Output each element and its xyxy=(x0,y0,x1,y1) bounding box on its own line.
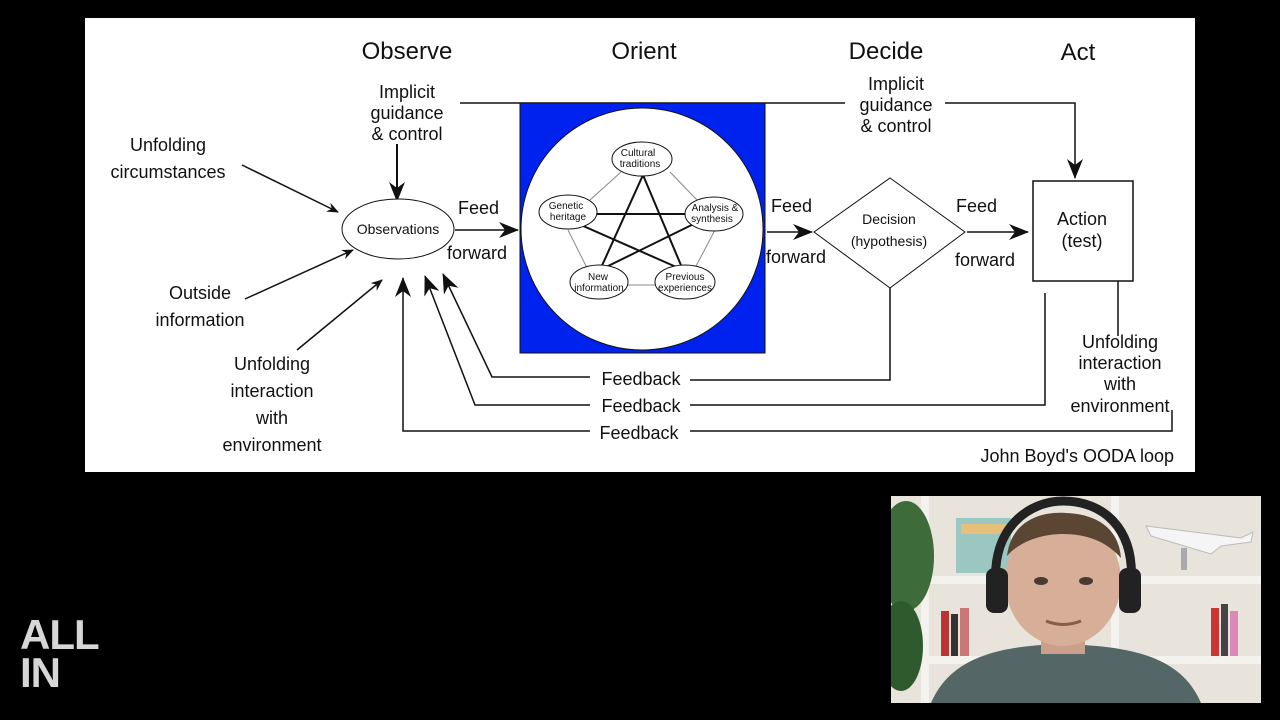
decision-label-2: (hypothesis) xyxy=(851,233,927,249)
implicit-guidance-left: Implicit guidance & control xyxy=(370,82,443,144)
svg-text:Feed: Feed xyxy=(771,196,812,216)
svg-text:heritage: heritage xyxy=(550,212,587,223)
observations-node xyxy=(341,198,455,260)
input-unfolding-circumstances: Unfolding circumstances xyxy=(110,135,225,182)
feedback-arrow-environment xyxy=(395,277,590,432)
svg-text:information: information xyxy=(574,283,623,294)
svg-text:forward: forward xyxy=(955,250,1015,270)
svg-text:with: with xyxy=(1103,374,1136,394)
svg-text:environment: environment xyxy=(1070,396,1169,416)
orient-node-new-information: New information xyxy=(569,264,629,300)
svg-text:interaction: interaction xyxy=(230,381,313,401)
svg-text:Unfolding: Unfolding xyxy=(1082,332,1158,352)
svg-text:experiences: experiences xyxy=(658,283,712,294)
svg-text:& control: & control xyxy=(860,116,931,136)
svg-text:traditions: traditions xyxy=(620,159,661,170)
presenter-video-icon xyxy=(891,496,1261,703)
implicit-guidance-right: Implicit guidance & control xyxy=(859,74,932,136)
diagram-caption: John Boyd's OODA loop xyxy=(980,446,1174,466)
feed-forward-label-3: Feed forward xyxy=(955,196,1015,270)
feedback-line-decision xyxy=(690,288,891,381)
feedback-line-environment-bottom xyxy=(690,410,1173,432)
svg-text:Implicit: Implicit xyxy=(379,82,435,102)
action-label-1: Action xyxy=(1057,209,1107,229)
ooda-diagram: Observe Orient Decide Act Implicit guida… xyxy=(110,38,1174,466)
stage-decide: Decide xyxy=(849,38,924,65)
svg-text:New: New xyxy=(588,272,609,283)
svg-text:& control: & control xyxy=(371,124,442,144)
svg-text:Unfolding: Unfolding xyxy=(130,135,206,155)
svg-text:Cultural: Cultural xyxy=(621,148,655,159)
input-unfolding-interaction: Unfolding interaction with environment xyxy=(222,354,321,455)
arrow-circumstances xyxy=(241,164,339,213)
input-outside-information: Outside information xyxy=(155,283,244,330)
svg-text:forward: forward xyxy=(447,243,507,263)
svg-text:Analysis &: Analysis & xyxy=(692,203,739,214)
svg-text:Feed: Feed xyxy=(458,198,499,218)
stage-orient: Orient xyxy=(611,38,677,65)
arrow-outside-information xyxy=(244,249,354,300)
orient-pentagon-links xyxy=(567,171,716,286)
feedback-arrow-decision xyxy=(442,273,590,378)
svg-text:Outside: Outside xyxy=(169,283,231,303)
orient-star xyxy=(555,174,715,273)
svg-text:guidance: guidance xyxy=(859,95,932,115)
svg-text:synthesis: synthesis xyxy=(691,214,733,225)
svg-text:guidance: guidance xyxy=(370,103,443,123)
feedback-label-3: Feedback xyxy=(599,423,679,443)
action-label-2: (test) xyxy=(1061,231,1102,251)
svg-text:interaction: interaction xyxy=(1078,353,1161,373)
arrow-unfolding-interaction xyxy=(296,279,383,351)
svg-text:Unfolding: Unfolding xyxy=(234,354,310,374)
act-unfolding-interaction: Unfolding interaction with environment xyxy=(1070,332,1169,416)
feedback-label-1: Feedback xyxy=(601,369,681,389)
orient-node-previous-experiences: Previous experiences xyxy=(654,264,716,300)
ooda-slide: Observe Orient Decide Act Implicit guida… xyxy=(85,18,1195,472)
feed-forward-label-2: Feed forward xyxy=(766,196,826,267)
feedback-arrow-action xyxy=(424,275,590,406)
action-node xyxy=(1032,180,1134,282)
decision-label-1: Decision xyxy=(862,211,916,227)
presenter-video xyxy=(891,496,1261,703)
svg-text:Feed: Feed xyxy=(956,196,997,216)
svg-text:forward: forward xyxy=(766,247,826,267)
all-in-logo: ALL IN xyxy=(20,611,130,696)
svg-text:circumstances: circumstances xyxy=(110,162,225,182)
svg-text:information: information xyxy=(155,310,244,330)
feed-forward-label-1: Feed forward xyxy=(447,198,507,263)
feedback-line-action xyxy=(690,293,1046,406)
orient-node-analysis-synthesis: Analysis & synthesis xyxy=(684,196,744,232)
logo-line-2: IN xyxy=(20,649,61,696)
observations-label: Observations xyxy=(357,221,439,237)
svg-text:Implicit: Implicit xyxy=(868,74,924,94)
feedback-label-2: Feedback xyxy=(601,396,681,416)
svg-text:environment: environment xyxy=(222,435,321,455)
orient-node-cultural-traditions: Cultural traditions xyxy=(611,141,673,177)
svg-text:with: with xyxy=(255,408,288,428)
orient-node-genetic-heritage: Genetic heritage xyxy=(538,194,598,230)
stage-observe: Observe xyxy=(362,38,453,65)
stage-act: Act xyxy=(1061,39,1096,66)
svg-text:Genetic: Genetic xyxy=(549,201,583,212)
svg-text:Previous: Previous xyxy=(666,272,705,283)
guidance-arrow-to-action xyxy=(945,102,1083,179)
logo-line-1: ALL xyxy=(20,611,100,658)
